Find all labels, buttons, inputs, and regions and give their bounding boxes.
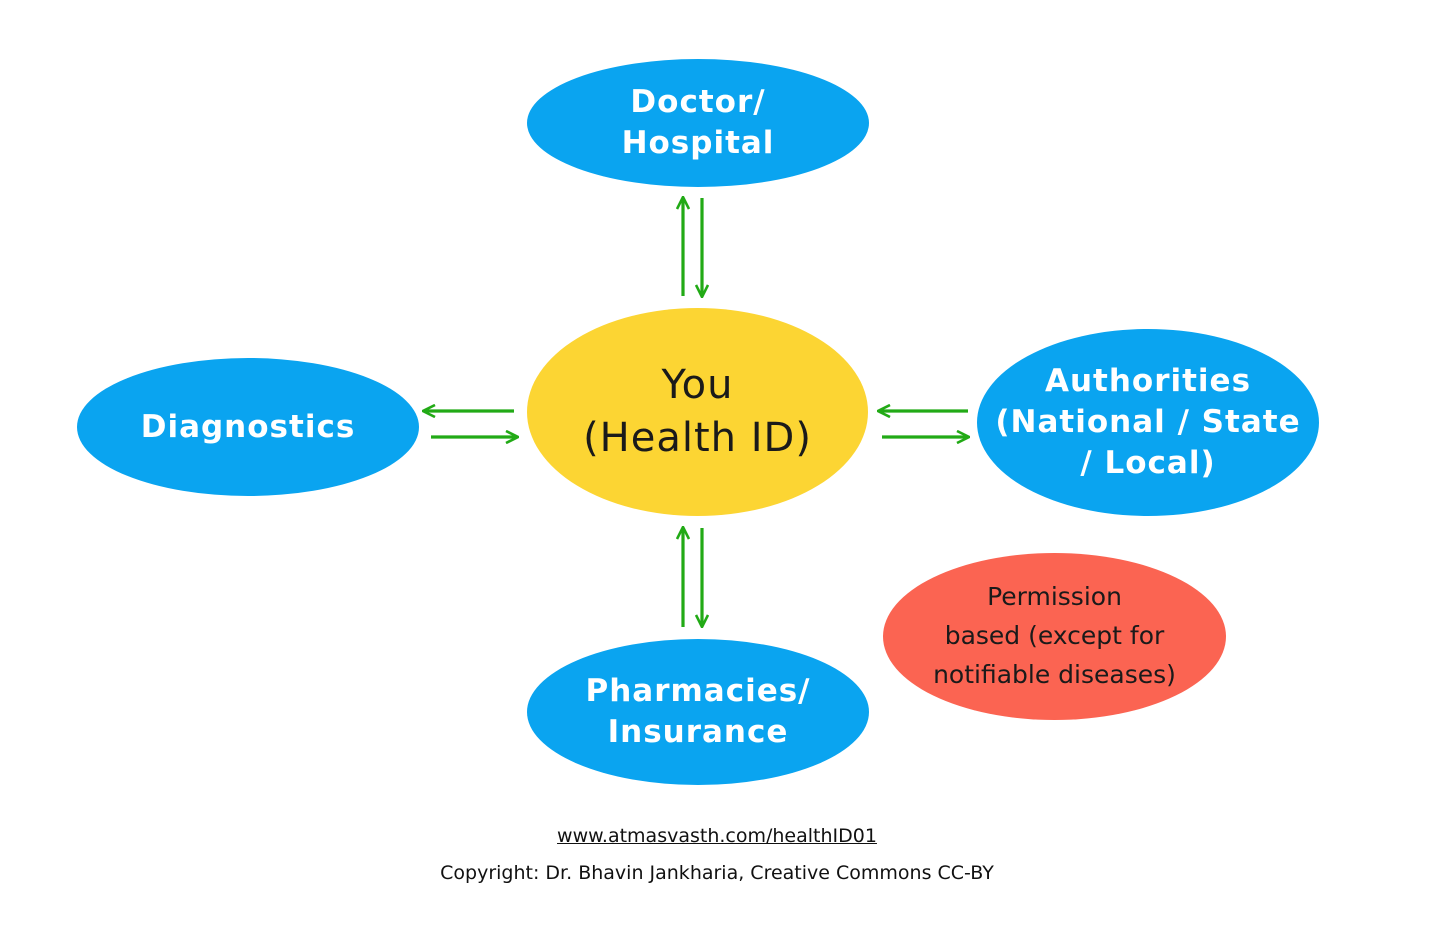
diagnostics-label: Diagnostics bbox=[140, 408, 356, 445]
authorities-node: Authorities (National / State / Local) bbox=[977, 329, 1319, 516]
permission-label-line-1: Permission bbox=[987, 582, 1122, 612]
you-label-line-2: (Health ID) bbox=[583, 415, 812, 461]
doctor-hospital-node: Doctor/ Hospital bbox=[527, 59, 869, 187]
permission-label-line-2: based (except for bbox=[944, 621, 1165, 651]
doctor-label-line-2: Hospital bbox=[621, 125, 775, 161]
you-label-line-1: You bbox=[661, 362, 734, 409]
diagnostics-node: Diagnostics bbox=[77, 358, 419, 496]
pharmacies-label-line-2: Insurance bbox=[607, 714, 789, 750]
permission-note-node: Permission based (except for notifiable … bbox=[883, 553, 1226, 720]
permission-label-line-3: notifiable diseases) bbox=[933, 659, 1176, 689]
source-link[interactable]: www.atmasvasth.com/healthID01 bbox=[557, 825, 877, 847]
doctor-label-line-1: Doctor/ bbox=[630, 84, 766, 121]
pharmacies-insurance-node: Pharmacies/ Insurance bbox=[527, 639, 869, 785]
authorities-label-line-2: (National / State bbox=[995, 404, 1301, 441]
pharmacies-label-line-1: Pharmacies/ bbox=[585, 673, 811, 710]
authorities-label-line-3: / Local) bbox=[1080, 444, 1216, 481]
you-health-id-node: You (Health ID) bbox=[527, 308, 868, 516]
authorities-label-line-1: Authorities bbox=[1044, 363, 1252, 400]
copyright-text: Copyright: Dr. Bhavin Jankharia, Creativ… bbox=[440, 862, 994, 884]
